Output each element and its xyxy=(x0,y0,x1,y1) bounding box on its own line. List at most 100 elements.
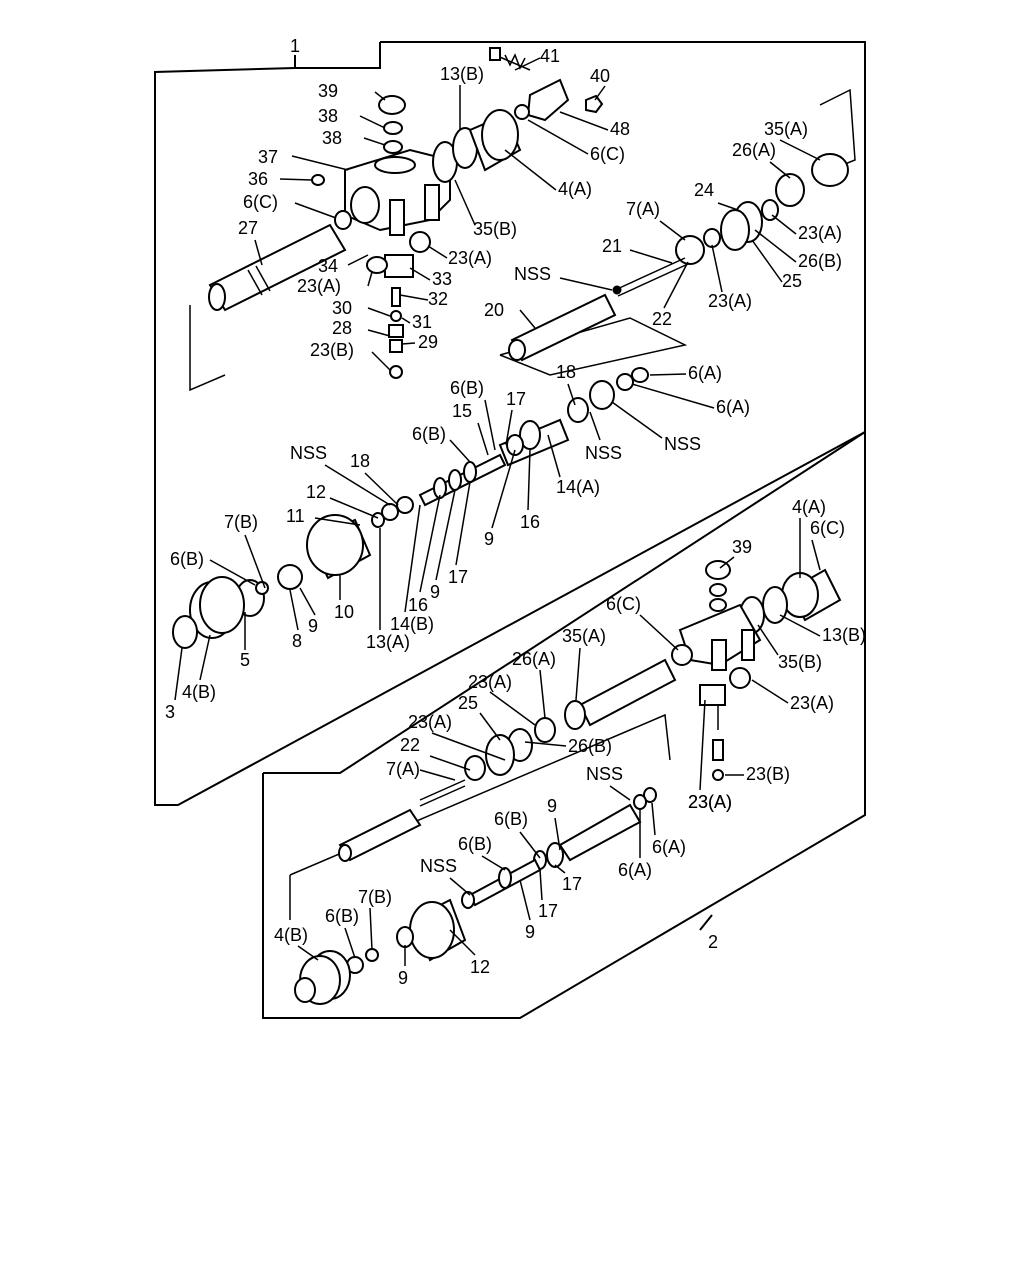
part-label: 6(B) xyxy=(412,424,446,444)
part-label: 9 xyxy=(525,922,535,942)
part-label: 16 xyxy=(520,512,540,532)
part-label: 35(A) xyxy=(764,119,808,139)
part-label: 3 xyxy=(165,702,175,722)
part-label: 22 xyxy=(400,735,420,755)
part-label: 35(A) xyxy=(562,626,606,646)
part-label: 39 xyxy=(318,81,338,101)
assembly-2-parts xyxy=(294,560,842,1005)
part-label: 9 xyxy=(484,529,494,549)
part-label: 17 xyxy=(506,389,526,409)
part-label: 23(A) xyxy=(468,672,512,692)
part-label: 13(A) xyxy=(366,632,410,652)
part-label: 14(A) xyxy=(556,477,600,497)
part-label: NSS xyxy=(664,434,701,454)
part-label: 9 xyxy=(430,582,440,602)
part-label: 6(A) xyxy=(688,363,722,383)
assembly-label-2: 2 xyxy=(708,932,718,952)
part-label: 25 xyxy=(458,693,478,713)
part-label: 6(B) xyxy=(494,809,528,829)
part-label: 36 xyxy=(248,169,268,189)
part-label: 35(B) xyxy=(473,219,517,239)
part-label: 41 xyxy=(540,46,560,66)
part-label: 22 xyxy=(652,309,672,329)
part-label: 7(B) xyxy=(224,512,258,532)
part-label: 9 xyxy=(398,968,408,988)
part-label: 15 xyxy=(452,401,472,421)
part-label: 18 xyxy=(350,451,370,471)
part-label: 26(B) xyxy=(798,251,842,271)
part-label: 17 xyxy=(562,874,582,894)
part-label: 11 xyxy=(286,506,305,526)
part-label: 38 xyxy=(322,128,342,148)
part-label: 6(B) xyxy=(170,549,204,569)
part-label: NSS xyxy=(420,856,457,876)
part-label: 29 xyxy=(418,332,438,352)
part-label: 13(B) xyxy=(440,64,484,84)
part-label: 30 xyxy=(332,298,352,318)
part-label: 32 xyxy=(428,289,448,309)
part-label: 14(B) xyxy=(390,614,434,634)
part-label: 34 xyxy=(318,256,338,276)
part-label: NSS xyxy=(290,443,327,463)
part-label: 17 xyxy=(538,901,558,921)
part-label: 40 xyxy=(590,66,610,86)
part-label: 18 xyxy=(556,362,576,382)
part-label: 6(B) xyxy=(325,906,359,926)
assembly-1-frame xyxy=(154,41,866,806)
part-label: 9 xyxy=(308,616,318,636)
part-label: 39 xyxy=(732,537,752,557)
leader-lines xyxy=(174,57,821,966)
part-label: 6(C) xyxy=(606,594,641,614)
part-label: 23(A) xyxy=(688,792,732,812)
part-label: 6(C) xyxy=(243,192,278,212)
part-label: 7(A) xyxy=(386,759,420,779)
part-label: 4(A) xyxy=(792,497,826,517)
part-label: 23(A) xyxy=(448,248,492,268)
part-label: 37 xyxy=(258,147,278,167)
part-label: 21 xyxy=(602,236,622,256)
part-label: 48 xyxy=(610,119,630,139)
part-label: 26(B) xyxy=(568,736,612,756)
part-label: 4(A) xyxy=(558,179,592,199)
part-label: 35(B) xyxy=(778,652,822,672)
part-label: 16 xyxy=(408,595,428,615)
part-label: 23(A) xyxy=(408,712,452,732)
part-label: 26(A) xyxy=(512,649,556,669)
part-label: 38 xyxy=(318,106,338,126)
part-label: 7(A) xyxy=(626,199,660,219)
part-label: 6(C) xyxy=(810,518,845,538)
part-label: 5 xyxy=(240,650,250,670)
part-label: 6(B) xyxy=(450,378,484,398)
part-label: 23(A) xyxy=(798,223,842,243)
part-label: NSS xyxy=(514,264,551,284)
part-label: 23(B) xyxy=(310,340,354,360)
part-label: 6(B) xyxy=(458,834,492,854)
part-label: 28 xyxy=(332,318,352,338)
part-label: 20 xyxy=(484,300,504,320)
part-label: 24 xyxy=(694,180,714,200)
part-labels: 41 40 13(B) 48 39 38 38 6(C) 37 4(A) 36 … xyxy=(165,46,866,988)
part-label: 4(B) xyxy=(274,925,308,945)
part-label: NSS xyxy=(586,764,623,784)
part-label: 23(A) xyxy=(688,792,732,812)
assembly-2-frame xyxy=(262,430,866,1019)
part-label: 23(A) xyxy=(790,693,834,713)
part-label: 23(A) xyxy=(297,276,341,296)
part-label: 26(A) xyxy=(732,140,776,160)
part-label: 8 xyxy=(292,631,302,651)
part-label: 25 xyxy=(782,271,802,291)
part-label: 31 xyxy=(412,312,432,332)
part-label: 6(A) xyxy=(716,397,750,417)
part-label: 33 xyxy=(432,269,452,289)
part-label: 6(C) xyxy=(590,144,625,164)
assembly-1-parts xyxy=(172,47,849,649)
part-label: 4(B) xyxy=(182,682,216,702)
part-label: 10 xyxy=(334,602,354,622)
part-label: 7(B) xyxy=(358,887,392,907)
part-label: 17 xyxy=(448,567,468,587)
part-label: 27 xyxy=(238,218,258,238)
assembly-label-1: 1 xyxy=(290,36,300,56)
part-label: 12 xyxy=(306,482,326,502)
part-label: NSS xyxy=(585,443,622,463)
